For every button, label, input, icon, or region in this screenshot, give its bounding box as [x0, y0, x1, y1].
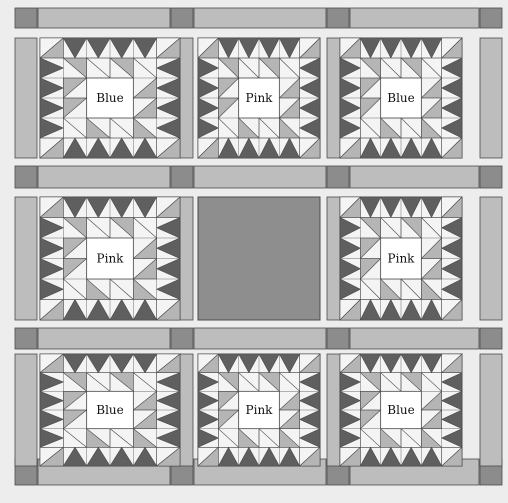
sashing-strip [194, 8, 326, 28]
sashing-strip [38, 166, 170, 188]
sashing-strip [15, 197, 37, 320]
star-block: Pink [40, 197, 180, 320]
sashing-strip [480, 354, 502, 466]
block-label: Pink [388, 252, 416, 266]
star-block: Blue [340, 354, 462, 466]
sashing-strip [15, 38, 37, 158]
block-label: Blue [387, 91, 415, 105]
plain-block [198, 197, 320, 320]
sashing-strip [480, 197, 502, 320]
cornerstone [327, 328, 349, 349]
star-block: Pink [198, 38, 320, 158]
cornerstone [480, 8, 502, 28]
sashing-strip [350, 328, 479, 349]
cornerstone [480, 328, 502, 349]
sashing-strip [350, 166, 479, 188]
sashing-row [15, 166, 502, 188]
cornerstone [171, 328, 193, 349]
block-label: Pink [246, 91, 274, 105]
block-label: Pink [97, 252, 125, 266]
sashing-strip [480, 38, 502, 158]
cornerstone [480, 166, 502, 188]
cornerstone [15, 328, 37, 349]
block-label: Blue [96, 403, 124, 417]
cornerstone [327, 8, 349, 28]
sashing-strip [194, 328, 326, 349]
cornerstone [171, 8, 193, 28]
star-block: Blue [340, 38, 462, 158]
sashing-strip [38, 8, 170, 28]
sashing-strip [15, 354, 37, 466]
cornerstone [171, 166, 193, 188]
block-label: Blue [387, 403, 415, 417]
block-label: Pink [246, 403, 274, 417]
cornerstone [15, 8, 37, 28]
sashing-strip [194, 166, 326, 188]
star-block: Blue [40, 354, 180, 466]
sashing-strip [350, 8, 479, 28]
star-block: Blue [40, 38, 180, 158]
star-block: Pink [198, 354, 320, 466]
sashing-row [15, 8, 502, 28]
sashing-strip [38, 328, 170, 349]
sashing-row [15, 328, 502, 349]
cornerstone [15, 166, 37, 188]
block-label: Blue [96, 91, 124, 105]
star-block: Pink [340, 197, 462, 320]
cornerstone [327, 166, 349, 188]
